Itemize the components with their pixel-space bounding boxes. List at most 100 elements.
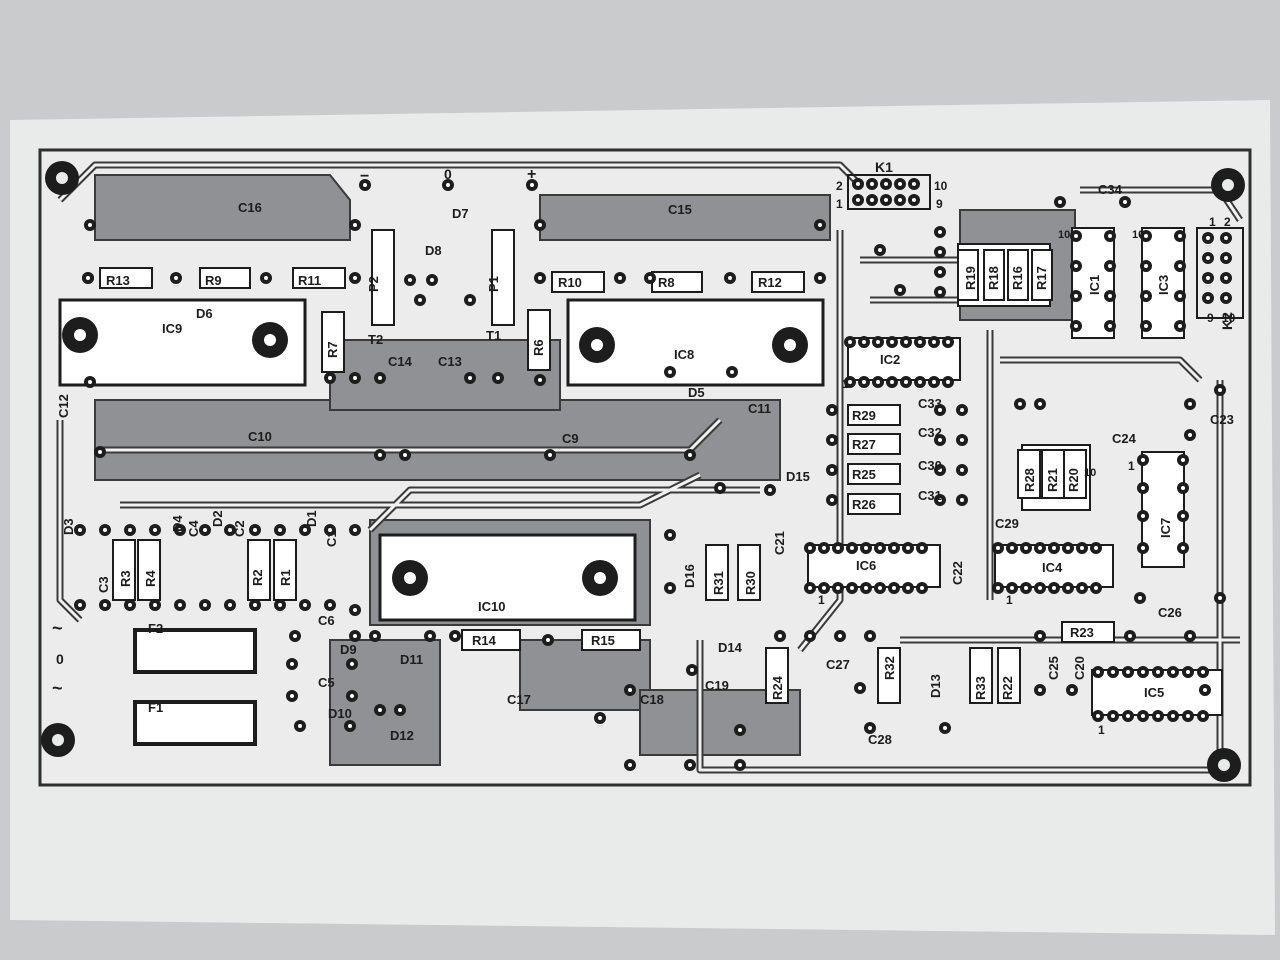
solder-pad [894,178,906,190]
solder-pad [872,376,884,388]
solder-pad [394,704,406,716]
solder-pad [858,336,870,348]
connector-k1-pin-label: 10 [934,179,948,193]
designator-label-c30: C30 [918,458,942,473]
designator-label-d11: D11 [400,652,423,667]
connector-k1-pin-label: 1 [836,197,843,211]
resistor-body [877,647,901,704]
designator-label-r12: R12 [758,275,782,290]
solder-pad [1220,292,1232,304]
designator-label-r4: R4 [143,570,158,587]
designator-label-r11: R11 [298,273,321,288]
solder-pad [818,542,830,554]
ic-pin-ten-mark: 10 [1132,229,1144,241]
solder-pad [956,494,968,506]
solder-pad [826,434,838,446]
solder-pad [724,272,736,284]
solder-pad [874,582,886,594]
solder-pad [1167,710,1179,722]
solder-pad [99,599,111,611]
solder-pad [1104,260,1116,272]
solder-pad [224,599,236,611]
solder-pad [860,582,872,594]
resistor-body [957,249,979,301]
solder-pad [1137,542,1149,554]
mains-ac-mark: ~ [52,618,63,638]
solder-pad [1174,230,1186,242]
resistor-body [371,229,395,326]
designator-label-c15: C15 [668,202,692,217]
solder-pad [844,376,856,388]
solder-pad [1034,582,1046,594]
solder-pad [464,294,476,306]
solder-pad [934,464,946,476]
resistor-body [1031,249,1053,301]
resistor-body [581,629,641,651]
solder-pad [854,682,866,694]
solder-pad [324,372,336,384]
solder-pad [1197,666,1209,678]
resistor-body [1063,449,1087,499]
resistor-body [765,647,789,704]
designator-label-c13: C13 [438,354,462,369]
designator-label-r19: R19 [963,266,978,290]
resistor-body [969,647,993,704]
solder-pad [260,272,272,284]
designator-label-r14: R14 [472,633,497,648]
solder-pad [324,524,336,536]
solder-pad [1137,510,1149,522]
solder-pad [914,376,926,388]
solder-pad [349,524,361,536]
solder-pad [1184,630,1196,642]
solder-pad [534,272,546,284]
solder-pad [1048,582,1060,594]
designator-label-p1: P1 [486,276,501,292]
resistor-body [247,539,271,601]
designator-label-c1: C1 [324,530,339,547]
solder-pad [374,704,386,716]
designator-label-ic2: IC2 [880,352,900,367]
solder-pad [1134,592,1146,604]
solder-pad [942,336,954,348]
solder-pad [846,542,858,554]
solder-pad [534,374,546,386]
solder-pad [1140,290,1152,302]
solder-pad [544,449,556,461]
designator-label-r6: R6 [531,339,546,356]
solder-pad [714,482,726,494]
solder-pad [1062,542,1074,554]
solder-pad [1092,710,1104,722]
solder-pad [864,722,876,734]
mounting-hole-icon [1211,168,1245,202]
solder-pad [928,376,940,388]
solder-pad [349,372,361,384]
solder-pad [1220,232,1232,244]
designator-label-r30: R30 [743,571,758,595]
designator-label-c32: C32 [918,425,942,440]
solder-pad [289,630,301,642]
designator-label-r26: R26 [852,497,876,512]
resistor-body [292,267,346,289]
solder-pad [1152,710,1164,722]
solder-pad [1174,320,1186,332]
mains-ac-mark: ~ [52,678,63,698]
designator-label-c18: C18 [640,692,664,707]
mounting-hole-icon [252,322,288,358]
solder-pad [908,194,920,206]
designator-label-d7: D7 [452,206,469,221]
designator-label-c19: C19 [705,678,729,693]
designator-label-c26: C26 [1158,605,1182,620]
solder-pad [369,630,381,642]
designator-label-c6: C6 [318,613,335,628]
fuse-holders [133,628,257,746]
designator-label-c31: C31 [918,488,942,503]
solder-pad [844,336,856,348]
solder-pad [1182,710,1194,722]
solder-pad [349,604,361,616]
designator-label-d12: D12 [390,728,414,743]
designator-label-c22: C22 [950,561,965,585]
solder-pad [1090,582,1102,594]
designator-label-ic8: IC8 [674,347,694,362]
